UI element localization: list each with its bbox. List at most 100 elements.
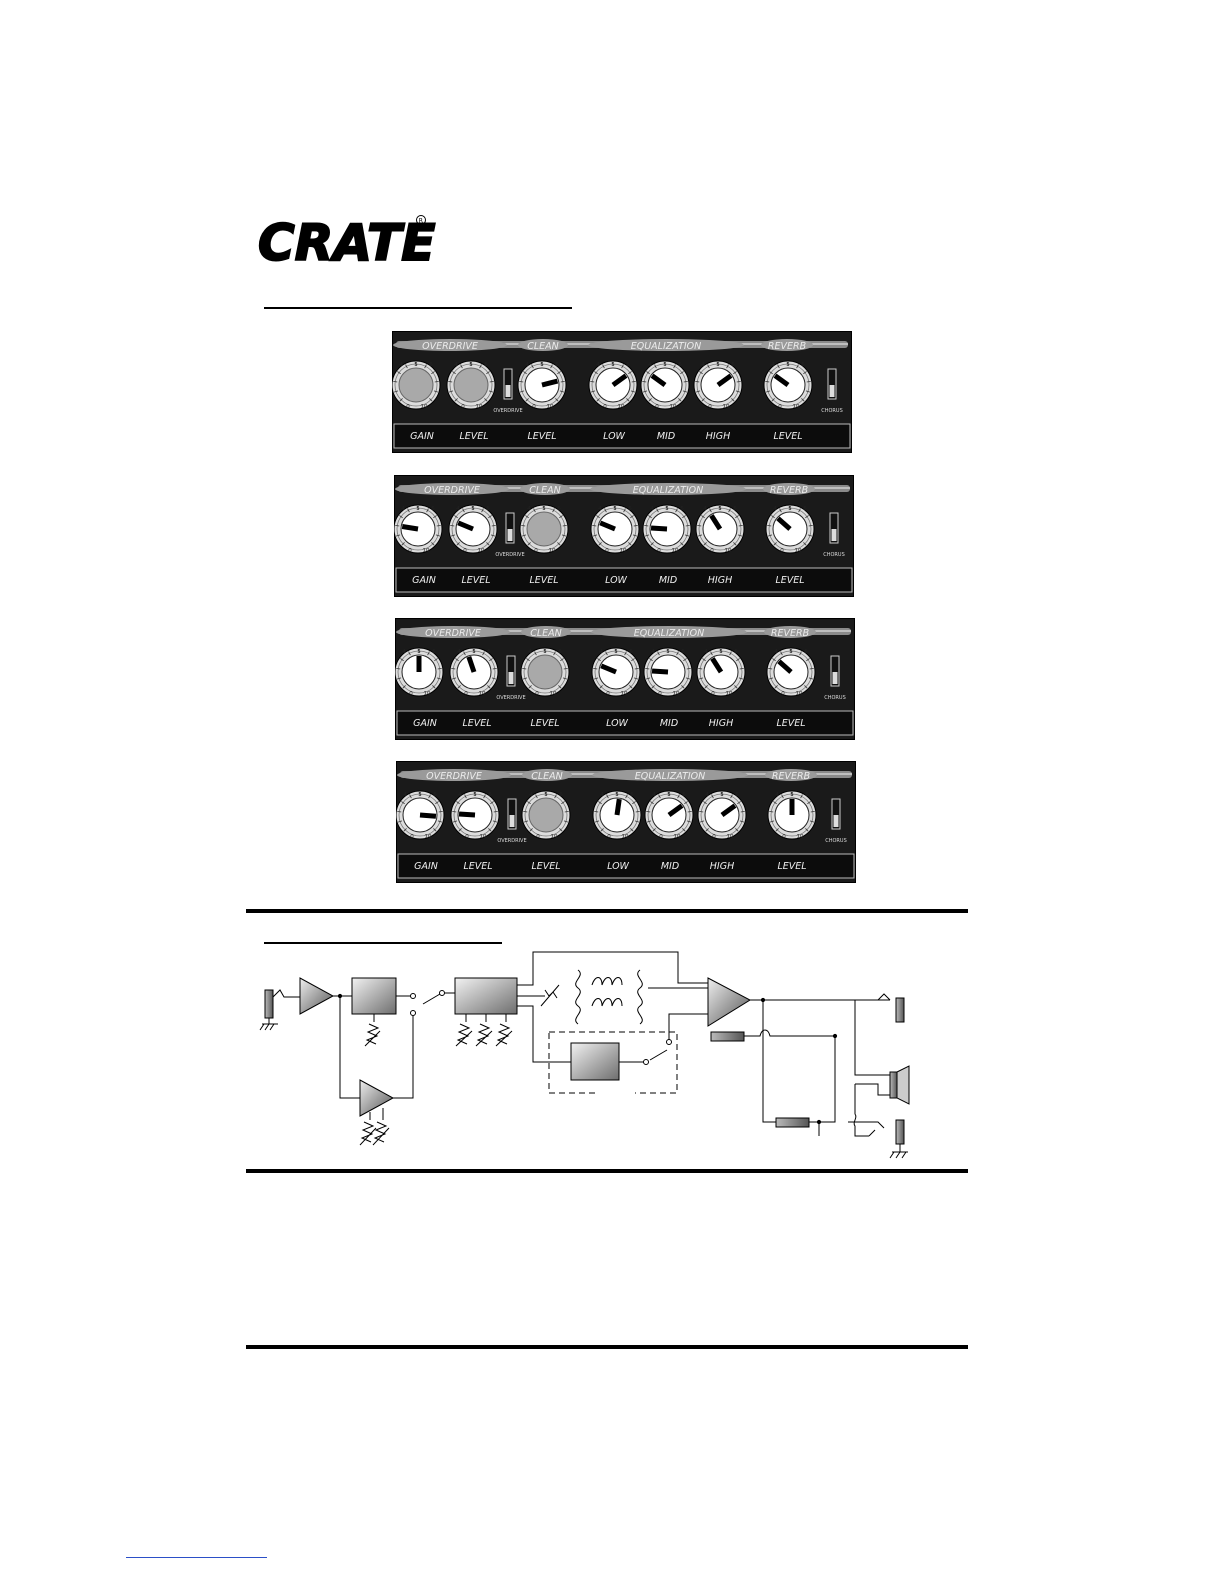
chorus-switch: CHORUS: [824, 655, 846, 701]
knob-pointer: [777, 659, 793, 674]
knob-number: 10: [621, 691, 628, 697]
knob-tick: [524, 820, 529, 823]
knob-tick: [650, 542, 654, 546]
knob-tick: [397, 677, 402, 680]
knob-number: 4: [600, 792, 604, 798]
knob-tick: [625, 794, 628, 799]
section-header-reverb: REVERB: [771, 628, 809, 639]
knob-pointer: [720, 803, 737, 818]
section-header-plate: [522, 769, 572, 781]
knob-number: 10: [550, 691, 557, 697]
knob-tick: [685, 525, 690, 527]
knob-tick: [805, 828, 809, 832]
knob-tick: [605, 651, 608, 656]
knob-tick: [527, 542, 531, 546]
knob-tick: [809, 668, 814, 670]
knob-tick: [529, 828, 533, 832]
control-label: HIGH: [710, 861, 734, 872]
section-header-plate: [397, 769, 511, 781]
knob-tick: [769, 811, 774, 813]
knob-tick: [728, 508, 731, 513]
knob-pointer: [776, 516, 792, 531]
knob-number: 10: [425, 834, 432, 840]
section-divider-top: [246, 909, 968, 913]
switch-label: CHORUS: [821, 408, 843, 414]
knob-tick: [525, 515, 529, 519]
knob-tick: [596, 515, 600, 519]
logo-underline: [264, 307, 572, 309]
knob-number: 0: [463, 548, 467, 554]
knob-number: 6: [733, 506, 737, 512]
knob-pointer: [599, 520, 616, 532]
section-header-overdrive: OVERDRIVE: [426, 771, 482, 782]
knob-tick: [523, 677, 528, 680]
knob-number: 10: [421, 404, 428, 410]
knob-number: 6: [432, 649, 436, 655]
knob-tick: [593, 534, 598, 537]
knob-tick: [492, 820, 497, 823]
label-strip: [396, 710, 854, 736]
knob-pointer: [466, 656, 477, 673]
knob-tick: [554, 794, 557, 799]
knob-tick: [528, 685, 532, 689]
section-header-clean: CLEAN: [529, 485, 561, 496]
section-header-overdrive: OVERDRIVE: [425, 628, 481, 639]
knob-number: 4: [705, 792, 709, 798]
knob-tick: [560, 381, 565, 383]
knob-tick: [484, 398, 488, 402]
switch-lever: [505, 385, 511, 397]
knob-tick: [590, 381, 595, 383]
control-label: LEVEL: [531, 861, 560, 872]
knob-tick: [428, 794, 431, 799]
switch-label: OVERDRIVE: [493, 408, 522, 414]
section-header-plate: [520, 483, 570, 495]
knob-tick: [807, 534, 812, 537]
overdrive-switch: OVERDRIVE: [493, 368, 523, 414]
knob-tick: [656, 508, 659, 513]
knob-pointer: [651, 668, 669, 675]
knob-tick: [487, 685, 491, 689]
knob-tick: [704, 685, 708, 689]
knob-tick: [643, 390, 648, 393]
knob-number: 6: [429, 362, 433, 368]
knob-tick: [642, 381, 647, 383]
knob-number: 10: [476, 404, 483, 410]
knob-tick: [598, 801, 602, 805]
knob-pointer: [650, 525, 668, 532]
knob-number: 5: [416, 506, 420, 512]
switch-slot: [827, 368, 837, 400]
knob-tick: [594, 371, 598, 375]
knob-tick: [557, 371, 561, 375]
knob-tick: [699, 811, 704, 813]
knob-tick: [657, 651, 660, 656]
knob-tick: [767, 525, 772, 527]
knob-tick: [489, 381, 494, 383]
knob-tick: [483, 794, 486, 799]
knob-number: 6: [558, 649, 562, 655]
knob-tick: [633, 525, 638, 527]
knob-number: 6: [431, 506, 435, 512]
signal-flow-diagram: [259, 951, 910, 1159]
knob-number: 6: [805, 792, 809, 798]
knob-number: 4: [401, 506, 405, 512]
knob-tick: [780, 651, 783, 656]
input-jack: [264, 989, 274, 1019]
knob-pointer: [541, 378, 559, 388]
output-resistor: [775, 1117, 810, 1128]
knob-number: 10: [726, 691, 733, 697]
knob-number: 10: [674, 834, 681, 840]
knob-number: 0: [532, 404, 536, 410]
crate-logo: CRATE R: [257, 213, 436, 270]
knob-number: 0: [409, 691, 413, 697]
knob-tick: [519, 381, 524, 383]
knob-tick: [737, 801, 741, 805]
knob-number: 6: [682, 792, 686, 798]
